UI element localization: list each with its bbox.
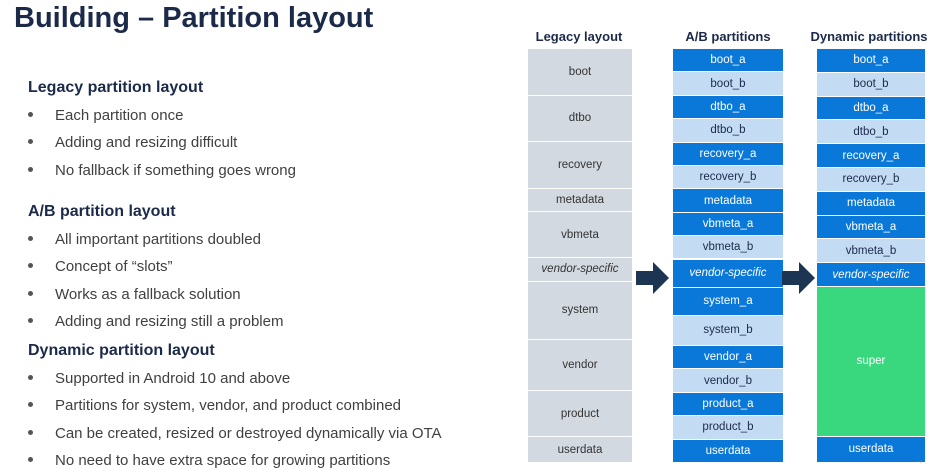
partition-cell-metadata: metadata	[528, 188, 632, 212]
bullet-item: Adding and resizing difficult	[28, 134, 237, 151]
right-arrow-icon	[636, 262, 669, 294]
partition-cell-super: super	[817, 286, 925, 437]
partition-cell-metadata: metadata	[673, 189, 783, 213]
right-arrow-icon	[782, 262, 815, 294]
bullet-dot-icon	[28, 138, 33, 144]
bullet-dot-icon	[28, 235, 33, 241]
bullet-item: No fallback if something goes wrong	[28, 162, 296, 179]
legacy-column-heading: Legacy layout	[535, 29, 623, 44]
bullet-item: All important partitions doubled	[28, 231, 261, 248]
bullet-dot-icon	[28, 262, 33, 268]
partition-cell-dtbo-a: dtbo_a	[673, 95, 783, 120]
partition-cell-recovery-b: recovery_b	[817, 167, 925, 192]
partition-cell-vendor: vendor	[528, 339, 632, 391]
partition-cell-metadata: metadata	[817, 191, 925, 216]
partition-cell-vbmeta-b: vbmeta_b	[673, 236, 783, 260]
partition-cell-recovery-b: recovery_b	[673, 165, 783, 190]
section-heading-ab: A/B partition layout	[28, 203, 176, 220]
partition-cell-system-a: system_a	[673, 287, 783, 316]
bullet-dot-icon	[28, 317, 33, 323]
partition-cell-userdata: userdata	[528, 437, 632, 463]
partition-cell-dtbo: dtbo	[528, 95, 632, 143]
bullet-item: No need to have extra space for growing …	[28, 452, 390, 469]
partition-cell-product-b: product_b	[673, 416, 783, 440]
section-heading-dynamic: Dynamic partition layout	[28, 342, 215, 359]
partition-cell-system-b: system_b	[673, 315, 783, 347]
bullet-item: Adding and resizing still a problem	[28, 313, 283, 330]
partition-cell-boot-a: boot_a	[817, 49, 925, 73]
section-heading-legacy: Legacy partition layout	[28, 79, 204, 96]
partition-cell-recovery-a: recovery_a	[673, 142, 783, 166]
bullet-item: Works as a fallback solution	[28, 286, 241, 303]
partition-cell-vendor-specific: vendor-specific	[673, 259, 783, 288]
bullet-dot-icon	[28, 111, 33, 117]
partition-cell-boot: boot	[528, 49, 632, 96]
partition-cell-userdata: userdata	[817, 436, 925, 463]
partition-cell-dtbo-b: dtbo_b	[817, 120, 925, 145]
partition-cell-boot-b: boot_b	[817, 72, 925, 97]
bullet-item: Can be created, resized or destroyed dyn…	[28, 425, 442, 442]
bullet-dot-icon	[28, 374, 33, 380]
ab-column-heading: A/B partitions	[685, 29, 771, 44]
bullet-dot-icon	[28, 290, 33, 296]
bullet-dot-icon	[28, 166, 33, 172]
slide-mark: ◦	[919, 457, 922, 466]
bullet-item: Supported in Android 10 and above	[28, 370, 290, 387]
partition-cell-recovery-a: recovery_a	[817, 144, 925, 168]
partition-cell-vendor-specific: vendor-specific	[817, 263, 925, 287]
partition-cell-userdata: userdata	[673, 439, 783, 463]
dynamic-column-heading: Dynamic partitions	[810, 29, 928, 44]
partition-cell-dtbo-b: dtbo_b	[673, 119, 783, 143]
partition-cell-product: product	[528, 390, 632, 438]
bullet-item: Each partition once	[28, 107, 183, 124]
partition-cell-vbmeta-a: vbmeta_a	[817, 215, 925, 240]
partition-cell-boot-a: boot_a	[673, 49, 783, 73]
page-title: Building – Partition layout	[14, 2, 374, 34]
bullet-item: Partitions for system, vendor, and produ…	[28, 397, 401, 414]
partition-cell-vendor-specific: vendor-specific	[528, 258, 632, 282]
partition-cell-vbmeta: vbmeta	[528, 211, 632, 259]
bullet-dot-icon	[28, 429, 33, 435]
partition-cell-system: system	[528, 281, 632, 340]
partition-cell-vbmeta-a: vbmeta_a	[673, 212, 783, 237]
bullet-dot-icon	[28, 456, 33, 462]
bullet-dot-icon	[28, 401, 33, 407]
bullet-item: Concept of “slots”	[28, 258, 173, 275]
partition-cell-vendor-a: vendor_a	[673, 346, 783, 370]
partition-cell-product-a: product_a	[673, 392, 783, 417]
partition-cell-recovery: recovery	[528, 142, 632, 189]
partition-cell-vbmeta-b: vbmeta_b	[817, 239, 925, 264]
partition-cell-vendor-b: vendor_b	[673, 369, 783, 393]
partition-cell-boot-b: boot_b	[673, 72, 783, 96]
partition-cell-dtbo-a: dtbo_a	[817, 96, 925, 121]
